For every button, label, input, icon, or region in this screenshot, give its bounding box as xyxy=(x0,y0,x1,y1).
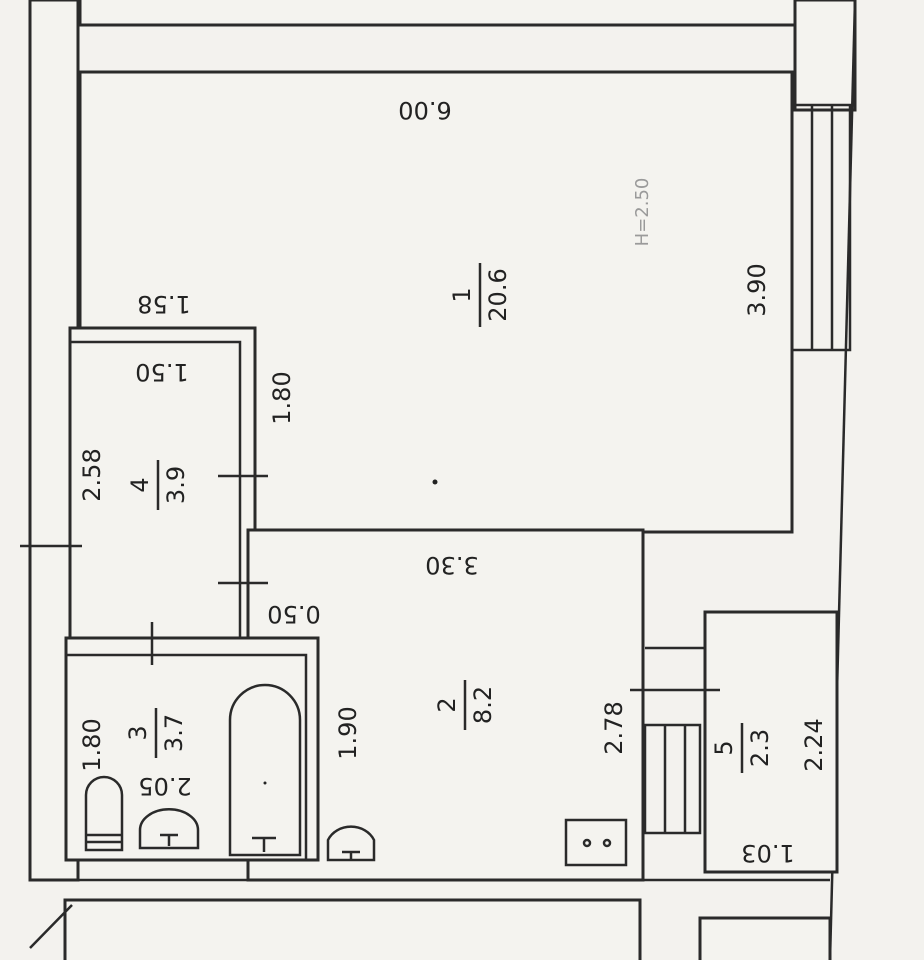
dim-room4-width: 1.50 xyxy=(135,358,188,386)
room-5-label: 5 2.3 xyxy=(710,723,774,773)
dim-room3-width: 2.05 xyxy=(138,772,191,800)
room-2-area: 8.2 xyxy=(469,686,497,724)
right-outer-wall xyxy=(793,0,857,112)
room-1-marker-dot xyxy=(432,479,438,485)
stove xyxy=(564,818,628,867)
room-5-area: 2.3 xyxy=(746,729,774,767)
bottom-neighbor-wall xyxy=(63,898,642,960)
entrance-door[interactable] xyxy=(643,723,702,835)
dim-room2-side: 0.50 xyxy=(267,600,320,628)
room-4-label: 4 3.9 xyxy=(126,460,190,510)
dim-room2-width: 3.30 xyxy=(425,551,478,579)
stove-burner xyxy=(582,838,592,848)
room-1-number: 1 xyxy=(448,287,476,302)
room-5 xyxy=(703,610,839,874)
room-4-area: 3.9 xyxy=(162,466,190,504)
ceiling-height: H=2.50 xyxy=(632,178,653,247)
dim-room5-depth: 2.24 xyxy=(800,718,828,771)
stove-burner xyxy=(602,838,612,848)
room-4 xyxy=(68,326,257,640)
room-3-inner xyxy=(64,653,308,862)
kitchen-sink xyxy=(326,825,376,862)
dim-room4-depth: 2.58 xyxy=(78,448,106,501)
room-2-number: 2 xyxy=(433,697,461,712)
room-3-label: 3 3.7 xyxy=(124,708,188,758)
dim-step-top: 1.58 xyxy=(137,290,190,318)
dim-room2-depth: 2.78 xyxy=(600,701,628,754)
bottom-right-block xyxy=(698,916,832,960)
room-3-area: 3.7 xyxy=(160,714,188,752)
dim-room2-left: 1.90 xyxy=(334,706,362,759)
tick-mark xyxy=(29,904,73,949)
top-wall-strip xyxy=(78,0,797,27)
dim-room1-side: 1.80 xyxy=(268,371,296,424)
room-5-number: 5 xyxy=(710,740,738,755)
bathtub xyxy=(228,683,302,857)
washbasin xyxy=(138,808,200,850)
room-1-label: 1 20.6 xyxy=(448,263,512,327)
bathtub-marker-dot xyxy=(263,781,267,785)
dim-room3-depth: 1.80 xyxy=(78,718,106,771)
room-3-number: 3 xyxy=(124,725,152,740)
room-1-area: 20.6 xyxy=(484,268,512,321)
dim-room1-depth: 3.90 xyxy=(743,263,771,316)
toilet xyxy=(84,775,124,852)
dim-room5-width: 1.03 xyxy=(741,839,794,867)
dim-room1-width: 6.00 xyxy=(398,96,451,124)
room-2-label: 2 8.2 xyxy=(433,680,497,730)
room-4-number: 4 xyxy=(126,477,154,492)
balcony-door[interactable] xyxy=(790,103,852,352)
